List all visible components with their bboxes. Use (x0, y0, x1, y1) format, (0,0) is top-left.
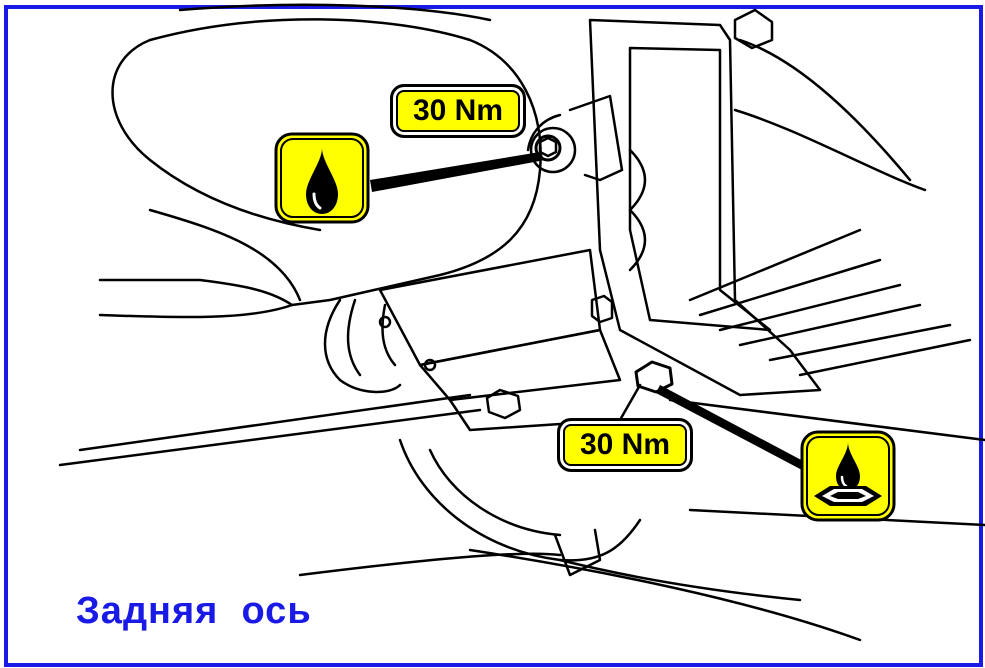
body-panel-edge (178, 3, 492, 22)
oil-drop-icon (274, 132, 370, 224)
drum-bottom (553, 528, 602, 577)
diff-housing-ring (346, 298, 362, 377)
flange-bolt-2 (423, 358, 437, 372)
body-panel-curve (111, 38, 322, 232)
diff-flange (381, 303, 397, 367)
torque-label-bottom: 30 Nm (557, 418, 693, 472)
torque-value-bottom: 30 Nm (579, 428, 671, 461)
flange-bolt-1 (378, 315, 392, 329)
floor-line-2 (468, 548, 862, 642)
bolt-head-top (534, 134, 562, 162)
axle-line-2 (78, 393, 472, 452)
floor-line-3 (558, 558, 802, 602)
cover-wave (628, 148, 647, 272)
diff-housing-front (418, 328, 622, 402)
bolt-small-left (485, 388, 522, 420)
drum-inner (428, 448, 562, 537)
diff-housing-side (323, 298, 402, 394)
leader-oil (370, 152, 545, 192)
axle-line-1 (58, 408, 482, 467)
bolt-small-side (590, 294, 614, 324)
fin-6 (798, 338, 972, 377)
fin-2 (698, 258, 882, 317)
axle-line-4 (668, 398, 985, 442)
cover-outer (588, 18, 822, 397)
bracket-2 (526, 113, 562, 152)
body-panel-lower (98, 303, 294, 319)
frame-rib-mid (733, 108, 927, 192)
floor-line-1 (298, 552, 562, 577)
bolt-drain (634, 360, 674, 394)
oil-drop-tray-icon (800, 430, 896, 522)
torque-value-top: 30 Nm (412, 94, 504, 127)
cover-bolt-top (733, 8, 774, 50)
frame-rib-top (738, 38, 912, 182)
diff-housing-top (378, 248, 602, 367)
torque-label-top: 30 Nm (390, 84, 526, 138)
diagram-frame (4, 5, 983, 667)
leader-drain (656, 385, 805, 470)
body-lip (148, 208, 302, 302)
fin-3 (718, 283, 902, 332)
cover-inner (628, 46, 772, 332)
fin-4 (738, 303, 922, 347)
fin-1 (688, 228, 862, 302)
bolt-washer-top (529, 126, 577, 174)
bolt-hex-top (538, 136, 558, 158)
drum-outer (398, 438, 642, 562)
caption-title: Задняя ось (76, 590, 312, 632)
fin-5 (768, 323, 952, 362)
diff-base (448, 383, 642, 432)
bracket (568, 94, 624, 182)
